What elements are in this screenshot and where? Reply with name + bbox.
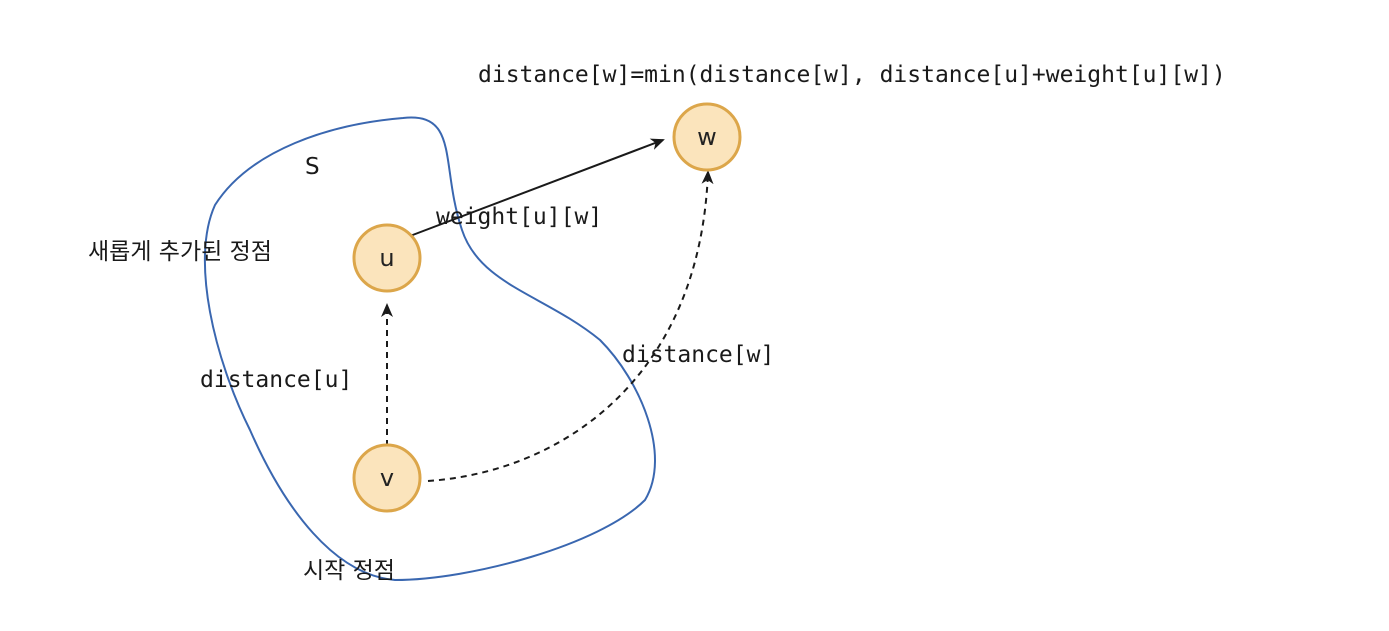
edge-v-to-u-label: distance[u] — [200, 367, 352, 393]
set-s-label: S — [305, 154, 320, 180]
start-vertex-caption: 시작 정점 — [303, 558, 395, 584]
node-v: v — [352, 443, 422, 513]
edge-u-to-w-label: weight[u][w] — [436, 204, 602, 230]
node-v-label: v — [380, 464, 394, 492]
edge-v-to-w — [427, 170, 714, 482]
set-s-boundary — [203, 116, 656, 582]
edge-u-to-w — [409, 138, 665, 237]
node-u-label: u — [379, 244, 394, 272]
node-w: w — [672, 102, 742, 172]
node-w-label: w — [697, 123, 717, 151]
edge-v-to-w-label: distance[w] — [622, 342, 774, 368]
new-vertex-caption: 새롭게 추가된 정점 — [88, 239, 272, 265]
update-formula: distance[w]=min(distance[w], distance[u]… — [478, 62, 1226, 88]
node-u: u — [352, 223, 422, 293]
